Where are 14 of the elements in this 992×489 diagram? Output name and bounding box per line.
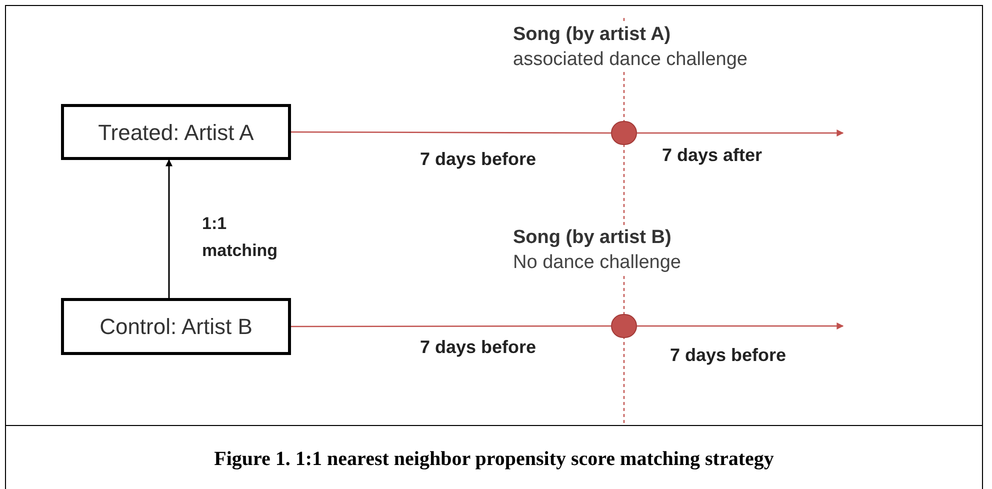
timeline-arrow bbox=[637, 130, 844, 136]
period-label: 7 days after bbox=[662, 144, 762, 167]
event-title: Song (by artist B) bbox=[513, 225, 672, 250]
event-note: associated dance challenge bbox=[513, 47, 748, 72]
timeline-arrow bbox=[637, 322, 844, 330]
period-label: 7 days before bbox=[420, 336, 536, 359]
arrow bbox=[166, 159, 172, 298]
event-note: No dance challenge bbox=[513, 250, 681, 275]
event-title: Song (by artist A) bbox=[513, 22, 671, 47]
group-box: Control: Artist B bbox=[61, 298, 291, 355]
figure-caption: Figure 1. 1:1 nearest neighbor propensity score matching strategy bbox=[213, 447, 775, 472]
period-label: 7 days before bbox=[670, 344, 786, 367]
period-label: 7 days before bbox=[420, 148, 536, 171]
group-box: Treated: Artist A bbox=[61, 104, 291, 160]
